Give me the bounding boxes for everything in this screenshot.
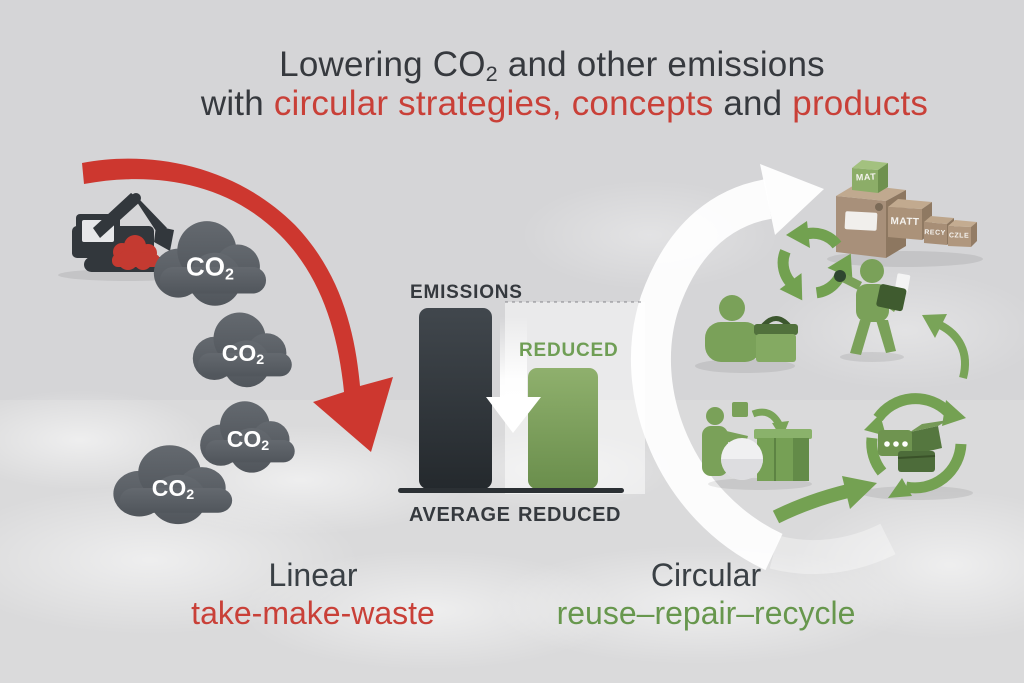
cardboard-boxes-icon [827, 160, 983, 267]
green-curved-arrow [772, 476, 877, 524]
white-circular-arrow [630, 164, 896, 575]
cloud-3-text: CO [226, 425, 262, 452]
title-l2b-red: circular strategies, concepts [273, 84, 714, 123]
chart-reduced-annotation: REDUCED [519, 340, 619, 361]
cloud-3-sub: 2 [261, 438, 270, 455]
title-l1-subscript: 2 [485, 60, 498, 86]
legend-circular-title: Circular [650, 557, 762, 593]
cloud-1-sub: 2 [225, 265, 234, 284]
axis-label-reduced: REDUCED [518, 504, 622, 526]
title-l2d-red: products [792, 84, 929, 123]
reduced-bar [528, 368, 598, 489]
axis-label-average: AVERAGE [409, 504, 511, 526]
average-bar [419, 308, 492, 489]
standing-person-icon [834, 259, 911, 362]
cloud-4-text: CO [151, 474, 187, 501]
cloud-1-text: CO [186, 251, 226, 282]
cloud-2-label: CO2 [222, 340, 264, 368]
white-down-arrow-icon [486, 316, 541, 433]
title-line-1: Lowering CO2 and other emissions [80, 45, 1024, 87]
box-label-recy: RECY [924, 229, 946, 237]
cloud-4-sub: 2 [186, 487, 195, 504]
box-label-matt: MATT [890, 215, 920, 229]
cloud-2-sub: 2 [256, 352, 265, 369]
title-l2c: and [713, 84, 793, 123]
legend-linear-title: Linear [268, 557, 358, 593]
recycle-loop-products-icon [861, 393, 973, 500]
small-green-arrow [922, 314, 969, 380]
title-l1b: and other emissions [497, 45, 825, 84]
box-label-mat: MAT [855, 171, 877, 183]
legend-linear-sub: take-make-waste [191, 595, 435, 631]
cloud-1-label: CO2 [186, 252, 234, 285]
cloud-2-text: CO [221, 339, 257, 366]
title-l2a: with [200, 84, 274, 123]
sorting-person-bin-icon [702, 402, 812, 490]
chart-heading: EMISSIONS [410, 282, 523, 303]
box-label-czle: CZLE [948, 232, 970, 240]
repair-person-icon [695, 295, 798, 373]
red-decline-arrow [82, 158, 393, 452]
title-line-2: with circular strategies, concepts and p… [105, 84, 1024, 124]
emissions-chart [398, 301, 645, 494]
legend-circular-sub: reuse–repair–recycle [556, 595, 856, 631]
red-material-pile-icon [112, 235, 160, 270]
cloud-4-label: CO2 [152, 475, 194, 503]
cloud-3-label: CO2 [227, 426, 269, 454]
chart-baseline [398, 488, 624, 493]
title-l1a: Lowering CO [279, 45, 486, 84]
